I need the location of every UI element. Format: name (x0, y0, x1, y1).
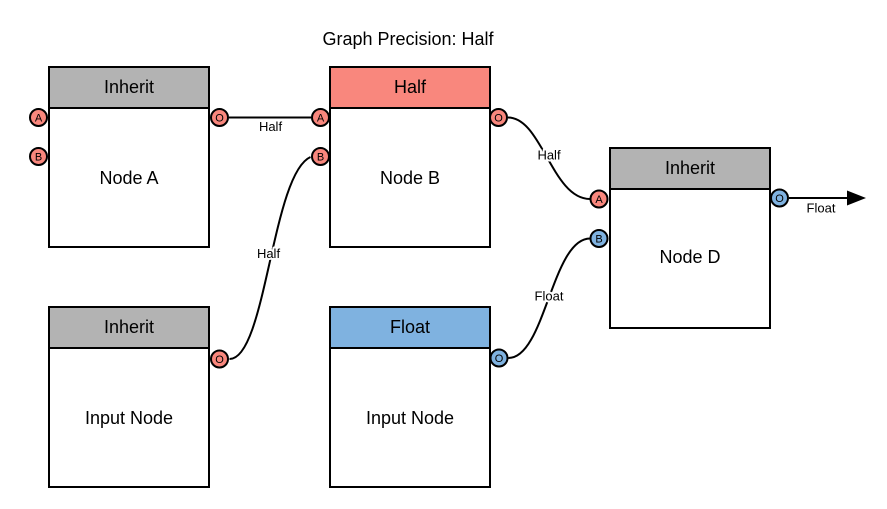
node-d-port-b-circle (589, 229, 609, 248)
input-node-float-label: Input Node (366, 408, 454, 428)
port-layer: A B O A B O A B (29, 108, 789, 369)
node-d-port-out-circle (770, 188, 789, 208)
node-a-port-a-circle (29, 108, 48, 127)
node-d-port-out: O (770, 188, 789, 208)
edge-label-half-3: Half (537, 148, 561, 163)
graph-title: Graph Precision: Half (322, 29, 494, 49)
node-d-port-b-label: B (595, 234, 602, 246)
input-node-float-header-label: Float (390, 317, 430, 337)
input-node-left-header (48, 306, 210, 349)
output-arrowhead-icon (847, 190, 866, 206)
node-d-header-label: Inherit (665, 158, 715, 178)
input-node-left-label: Input Node (85, 408, 173, 428)
input-node-float: Float Input Node (329, 306, 491, 488)
input-node-float-port-out: O (489, 348, 509, 368)
input-node-float-port-out-circle (489, 348, 509, 368)
edge-label-float-2: Float (807, 201, 836, 216)
node-b-port-b: B (311, 147, 330, 166)
node-d-port-a-circle (589, 189, 609, 209)
node-b-label: Node B (380, 168, 440, 188)
node-a: Inherit Node A (48, 66, 210, 248)
node-d-port-out-label: O (775, 193, 784, 205)
node-a-port-out-circle (210, 108, 229, 127)
node-b-port-out-circle (489, 108, 508, 127)
input-node-left-port-out: O (210, 349, 229, 369)
input-node-float-header (329, 306, 491, 349)
node-d-header (609, 147, 771, 190)
node-b-header (329, 66, 491, 109)
node-a-port-out-label: O (215, 113, 224, 125)
node-d-port-b: B (589, 229, 609, 248)
edge-label-float-1: Float (535, 289, 564, 304)
node-b-header-label: Half (394, 77, 427, 97)
node-d-port-a: A (589, 189, 609, 209)
node-a-port-out: O (210, 108, 229, 127)
node-a-port-a-label: A (35, 113, 43, 125)
input-node-left-port-out-label: O (215, 354, 224, 366)
node-b-port-out-label: O (494, 113, 503, 125)
node-b: Half Node B (329, 66, 491, 248)
node-b-port-b-circle (311, 147, 330, 166)
node-b-port-out: O (489, 108, 508, 127)
node-a-port-b-label: B (35, 152, 42, 164)
edge-layer: Half Half Half Float Float (229, 116, 866, 360)
edge-label-half-1: Half (259, 119, 283, 134)
node-d: Inherit Node D (609, 147, 771, 329)
node-b-port-a-label: A (317, 113, 325, 125)
node-b-port-b-label: B (317, 152, 324, 164)
node-a-port-a: A (29, 108, 48, 127)
input-node-left: Inherit Input Node (48, 306, 210, 488)
input-node-left-header-label: Inherit (104, 317, 154, 337)
node-b-port-a-circle (311, 108, 330, 127)
edge-input-float-out-to-node-d-b (508, 237, 591, 359)
node-b-port-a: A (311, 108, 330, 127)
node-a-header-label: Inherit (104, 77, 154, 97)
edge-node-b-out-to-node-d-a (507, 116, 591, 200)
node-a-label: Node A (99, 168, 158, 188)
node-a-port-b-circle (29, 147, 48, 166)
edge-label-half-2: Half (257, 246, 281, 261)
input-node-left-port-out-circle (210, 349, 229, 369)
node-d-port-a-label: A (595, 194, 603, 206)
node-a-header (48, 66, 210, 109)
input-node-float-port-out-label: O (495, 353, 504, 365)
node-d-label: Node D (659, 247, 720, 267)
edge-input-left-out-to-node-b-b (229, 156, 311, 360)
node-a-port-b: B (29, 147, 48, 166)
